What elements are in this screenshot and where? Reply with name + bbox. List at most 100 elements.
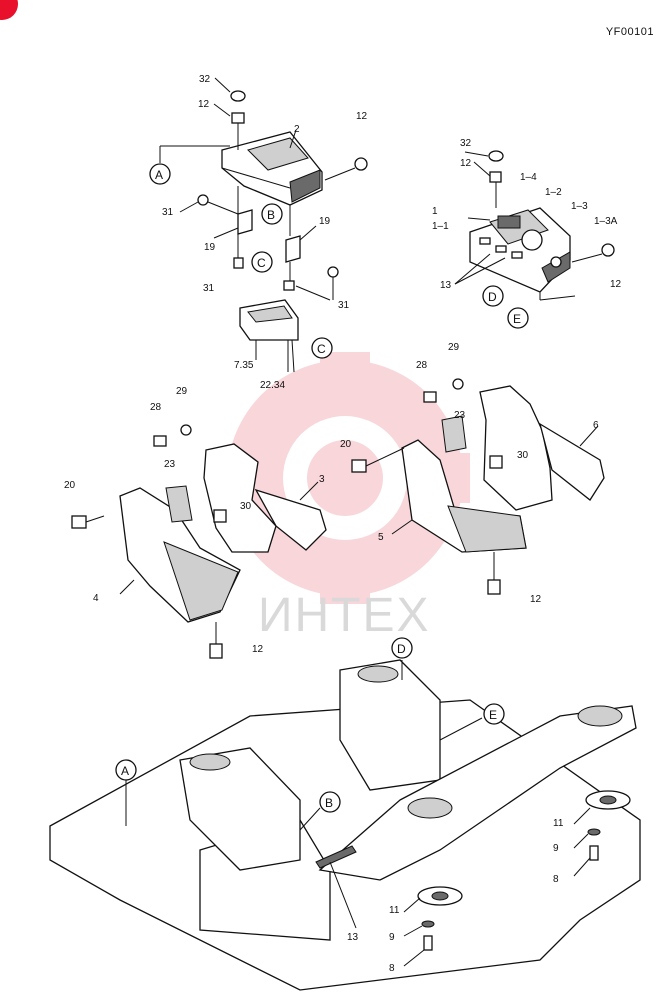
bracket-19a xyxy=(237,209,253,235)
bolt-12e xyxy=(209,622,223,659)
bolt-12f xyxy=(487,552,501,595)
grommet-32b xyxy=(488,150,504,162)
label-1-2: 1–2 xyxy=(545,187,562,198)
bolt-31c xyxy=(283,266,339,291)
label-23b: 23 xyxy=(454,410,466,421)
screw-8a xyxy=(589,845,599,861)
watermark-text: ИНТЕХ xyxy=(258,589,431,642)
label-1-1: 1–1 xyxy=(432,221,449,232)
nut-29b xyxy=(452,378,464,390)
washer-9b xyxy=(421,920,435,928)
label-11b: 11 xyxy=(389,905,400,916)
nut-29a xyxy=(180,424,192,436)
callout-b-bottom-letter: B xyxy=(325,796,333,810)
label-4: 4 xyxy=(93,593,99,604)
label-3: 3 xyxy=(319,474,325,485)
bolt-12d xyxy=(571,243,615,263)
label-12c: 12 xyxy=(460,158,472,169)
label-9b: 9 xyxy=(389,932,395,943)
label-2: 2 xyxy=(294,124,300,135)
label-22-34: 22.34 xyxy=(260,380,285,391)
callout-d-top: D xyxy=(482,285,504,307)
callout-d-bottom: D xyxy=(391,637,413,659)
nut-30a xyxy=(213,509,227,523)
label-13b: 13 xyxy=(440,280,452,291)
label-12a: 12 xyxy=(198,99,210,110)
label-19b: 19 xyxy=(319,216,331,227)
label-32a: 32 xyxy=(199,74,211,85)
bolt-20b xyxy=(351,447,405,473)
label-20b: 20 xyxy=(340,439,352,450)
label-12f: 12 xyxy=(530,594,542,605)
label-30a: 30 xyxy=(240,501,252,512)
callout-a-bottom: A xyxy=(115,759,137,781)
callout-d-top-letter: D xyxy=(488,290,497,304)
callout-b-bottom: B xyxy=(319,791,341,813)
bolt-31a xyxy=(197,194,239,215)
nut-30b xyxy=(489,455,503,469)
label-29a: 29 xyxy=(176,386,188,397)
side-cover-part-5 xyxy=(401,439,527,553)
callout-b-top: B xyxy=(261,203,283,225)
floor-frame-assembly xyxy=(49,659,641,991)
bracket-part-6 xyxy=(479,385,605,511)
label-30b: 30 xyxy=(517,450,529,461)
label-31c: 31 xyxy=(338,300,350,311)
rubber-mount-11b xyxy=(417,886,463,906)
label-1-4: 1–4 xyxy=(520,172,537,183)
label-12d: 12 xyxy=(610,279,622,290)
callout-d-bottom-letter: D xyxy=(397,642,406,656)
label-13c: 13 xyxy=(347,932,359,943)
meter-cover-part-2 xyxy=(221,131,323,206)
callout-a-top-letter: A xyxy=(155,168,163,182)
label-6: 6 xyxy=(593,420,599,431)
label-1: 1 xyxy=(432,206,438,217)
callout-e-bottom: E xyxy=(483,703,505,725)
rubber-mount-11a xyxy=(585,790,631,810)
bolt-12c xyxy=(489,171,502,208)
label-20a: 20 xyxy=(64,480,76,491)
label-28a: 28 xyxy=(150,402,162,413)
label-31a: 31 xyxy=(162,207,174,218)
grommet-32a xyxy=(230,90,246,102)
label-5: 5 xyxy=(378,532,384,543)
callout-e-bottom-letter: E xyxy=(489,708,497,722)
callout-a-bottom-letter: A xyxy=(121,764,129,778)
label-29b: 29 xyxy=(448,342,460,353)
bolt-28a xyxy=(153,435,167,447)
bracket-part-3 xyxy=(203,443,327,553)
label-11a: 11 xyxy=(553,818,564,829)
bracket-19b xyxy=(285,235,301,263)
label-32b: 32 xyxy=(460,138,472,149)
bolt-12b xyxy=(324,157,368,181)
callout-e-top: E xyxy=(507,307,529,329)
plate-23a xyxy=(165,485,193,523)
side-cover-part-4 xyxy=(119,487,241,623)
meter-panel-part-1 xyxy=(469,207,571,293)
corner-badge-icon xyxy=(0,0,18,20)
switch-part-7-35 xyxy=(239,299,299,373)
callout-e-top-letter: E xyxy=(513,312,521,326)
callout-c-top: C xyxy=(251,251,273,273)
callout-c-switch-letter: C xyxy=(317,342,326,356)
bolt-28b xyxy=(423,391,437,403)
label-12b: 12 xyxy=(356,111,368,122)
label-12e: 12 xyxy=(252,644,264,655)
screw-8b xyxy=(423,935,433,951)
label-9a: 9 xyxy=(553,843,559,854)
bolt-20a xyxy=(71,515,105,529)
callout-c-switch: C xyxy=(311,337,333,359)
bolt-31b xyxy=(233,257,244,269)
label-1-3a: 1–3A xyxy=(594,216,618,227)
label-23a: 23 xyxy=(164,459,176,470)
diagram-code: YF00101 xyxy=(605,26,654,38)
callout-c-top-letter: C xyxy=(257,256,266,270)
callout-a-top: A xyxy=(149,163,171,185)
label-19a: 19 xyxy=(204,242,216,253)
label-31b: 31 xyxy=(203,283,215,294)
washer-9a xyxy=(587,828,601,836)
bolt-12a xyxy=(231,112,245,150)
label-8b: 8 xyxy=(389,963,395,974)
